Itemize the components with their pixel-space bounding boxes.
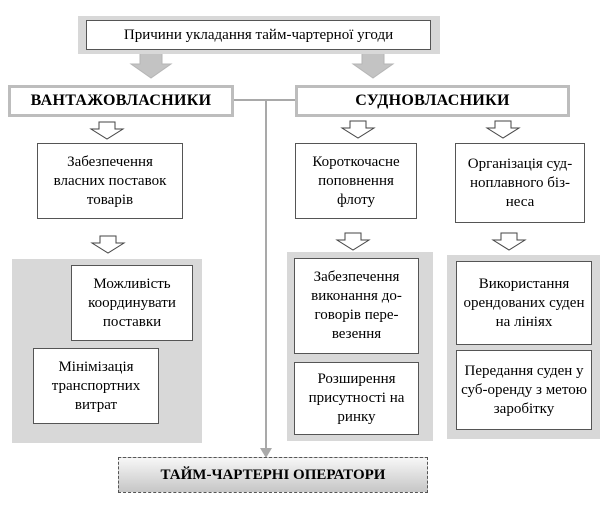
- middle-item-1: Забезпечення виконання до-говорів пере-в…: [294, 258, 419, 354]
- right-header: СУДНОВЛАСНИКИ: [295, 85, 570, 117]
- middle-top-box: Короткочасне поповнення флоту: [295, 143, 417, 219]
- left-item-2: Мінімізація транспортних витрат: [33, 348, 159, 424]
- operators-box: ТАЙМ-ЧАРТЕРНІ ОПЕРАТОРИ: [118, 457, 428, 493]
- down-arrow-icon: [340, 120, 376, 139]
- arrow-head-icon: [260, 448, 272, 458]
- left-header: ВАНТАЖОВЛАСНИКИ: [8, 85, 234, 117]
- down-arrow-icon: [89, 121, 125, 140]
- left-item-1: Можливість координувати поставки: [71, 265, 193, 341]
- right-top-box: Організація суд-ноплавного біз-неса: [455, 143, 585, 223]
- arrow-icon: [129, 52, 173, 79]
- middle-item-2: Розширення присутності на ринку: [294, 362, 419, 435]
- arrow-icon: [351, 52, 395, 79]
- down-arrow-icon: [485, 120, 521, 139]
- left-top-box: Забезпечення власних поставок товарів: [37, 143, 183, 219]
- down-arrow-icon: [90, 235, 126, 254]
- right-item-2: Передання суден у суб-оренду з метою зар…: [456, 350, 592, 430]
- diagram-title: Причини укладання тайм-чартерної угоди: [86, 20, 431, 50]
- down-arrow-icon: [335, 232, 371, 251]
- down-arrow-icon: [491, 232, 527, 251]
- right-item-1: Використання орендованих суден на лініях: [456, 261, 592, 345]
